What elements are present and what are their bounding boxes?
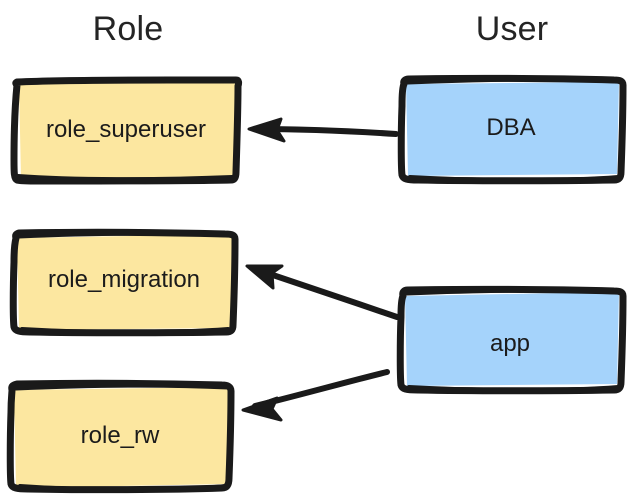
node-hit-role-superuser[interactable] bbox=[14, 80, 238, 181]
node-role-rw-fill bbox=[14, 387, 229, 488]
node-role-migration[interactable] bbox=[9, 228, 239, 337]
edge-app-to-role-migration-line bbox=[255, 267, 400, 320]
node-hit-dba[interactable] bbox=[400, 78, 623, 180]
node-role-superuser[interactable] bbox=[10, 76, 243, 185]
node-dba[interactable] bbox=[397, 74, 627, 185]
node-role-migration-fill bbox=[17, 234, 233, 330]
node-hit-role-rw[interactable] bbox=[8, 383, 232, 492]
node-app-outline-overdraw2 bbox=[407, 385, 620, 392]
edge-app-to-role-rw[interactable] bbox=[241, 369, 390, 422]
edge-dba-to-role-superuser[interactable] bbox=[247, 117, 399, 143]
node-role-rw[interactable] bbox=[6, 379, 235, 494]
node-hit-role-migration[interactable] bbox=[12, 232, 236, 332]
column-title-user: User bbox=[475, 10, 549, 48]
column-title-role: Role bbox=[92, 10, 164, 48]
edge-app-to-role-migration[interactable] bbox=[245, 264, 400, 320]
node-hit-app[interactable] bbox=[398, 290, 623, 390]
edge-app-to-role-rw-arrowhead bbox=[241, 396, 283, 422]
edge-app-to-role-migration-arrowhead bbox=[245, 264, 284, 290]
node-dba-outline-overdraw2 bbox=[408, 175, 620, 182]
node-app[interactable] bbox=[396, 285, 627, 395]
node-dba-outline-overdraw bbox=[405, 76, 624, 85]
node-app-fill bbox=[405, 292, 619, 386]
node-role-superuser-fill bbox=[19, 81, 236, 179]
node-role-rw-outline-overdraw bbox=[13, 382, 231, 391]
node-role-superuser-outline-overdraw2 bbox=[16, 174, 234, 182]
node-app-outline-overdraw bbox=[404, 287, 624, 296]
node-role-rw-outline-overdraw2 bbox=[18, 484, 228, 492]
node-dba-fill bbox=[406, 82, 619, 176]
node-role-migration-outline-overdraw2 bbox=[20, 327, 230, 334]
node-role-migration-outline-overdraw bbox=[16, 230, 235, 239]
node-role-superuser-outline-overdraw bbox=[17, 77, 237, 85]
edge-dba-to-role-superuser-arrowhead bbox=[247, 117, 286, 143]
